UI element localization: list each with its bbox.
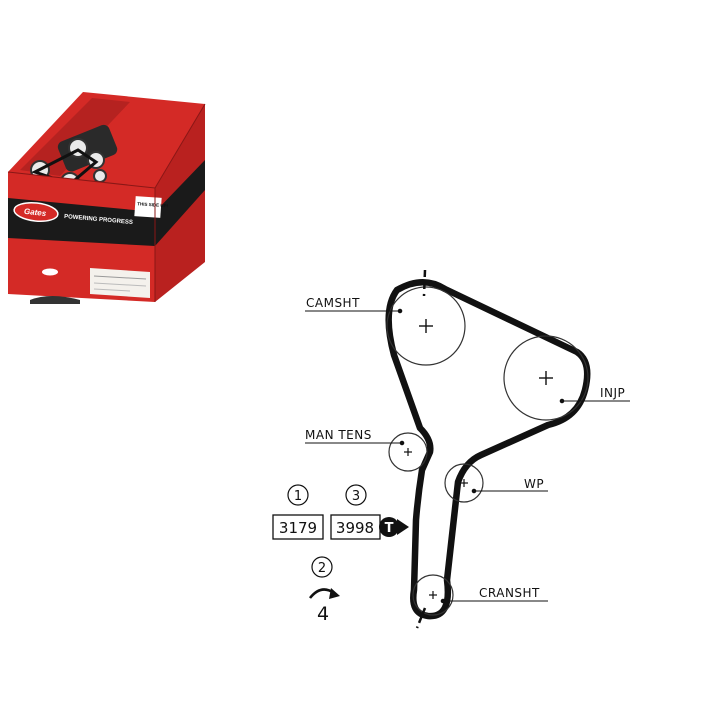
water-pump-label: WP bbox=[524, 477, 544, 491]
step2-marker bbox=[311, 556, 333, 578]
step3-marker-text: 3 bbox=[352, 489, 360, 504]
manual-tensioner-label: MAN TENS bbox=[305, 428, 372, 442]
crankshaft-pulley bbox=[412, 574, 454, 616]
timing-belt bbox=[385, 279, 591, 620]
product-label bbox=[90, 268, 150, 298]
water-pump-pulley bbox=[444, 463, 484, 503]
step3-marker bbox=[345, 484, 367, 506]
box-side-band bbox=[155, 160, 205, 246]
crankshaft-label: CRANSHT bbox=[479, 586, 540, 600]
brand-logo bbox=[13, 202, 59, 222]
brand-text: Gates bbox=[24, 207, 48, 218]
injection-pump-label: INJP bbox=[600, 386, 625, 400]
rotation-count: 4 bbox=[317, 603, 329, 625]
step3-value: 3998 bbox=[336, 519, 374, 537]
camshaft-label: CAMSHT bbox=[306, 296, 360, 310]
crankshaft-timing-mark bbox=[415, 607, 427, 629]
injection-pump-pulley bbox=[503, 335, 589, 421]
tension-badge-text: T bbox=[385, 521, 394, 536]
timing-belt-diagram: CAMSHT INJP MAN TENS WP CRANSHT 1 3179 3… bbox=[272, 269, 630, 629]
step1-value-box bbox=[272, 514, 324, 540]
side-up-text: THIS SIDE UP! bbox=[137, 201, 169, 208]
step1-value: 3179 bbox=[279, 519, 317, 537]
leader-lines bbox=[305, 308, 630, 604]
camshaft-timing-mark bbox=[422, 269, 427, 297]
step1-marker bbox=[287, 484, 309, 506]
tension-badge: T bbox=[379, 517, 409, 537]
camshaft-pulley bbox=[386, 286, 466, 366]
manual-tensioner-pulley bbox=[388, 432, 428, 472]
product-box: Gates POWERING PROGRESS THIS SIDE UP! bbox=[7, 92, 206, 304]
step2-marker-text: 2 bbox=[318, 561, 326, 576]
slogan-text: POWERING PROGRESS bbox=[64, 214, 133, 226]
step1-marker-text: 1 bbox=[294, 489, 302, 504]
